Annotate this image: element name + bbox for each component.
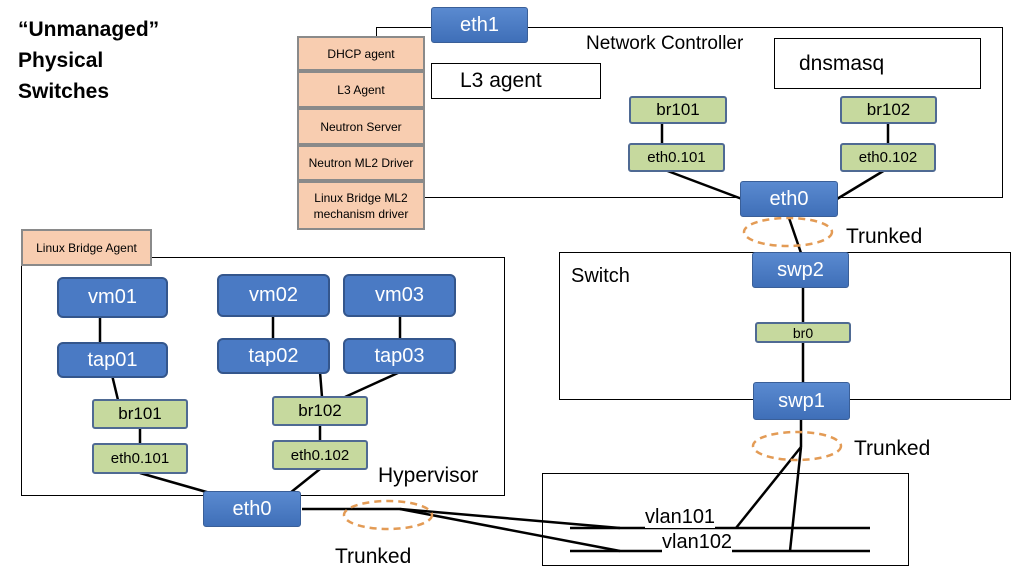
link-eth0101-eth0 xyxy=(139,471,211,495)
dnsmasq-box: dnsmasq xyxy=(774,38,981,89)
title-line-1: “Unmanaged” xyxy=(18,18,160,41)
controller-eth0-102: eth0.102 xyxy=(840,143,936,172)
hypervisor-label: Hypervisor xyxy=(378,464,479,487)
vm01: vm01 xyxy=(57,277,168,318)
controller-br102: br102 xyxy=(840,96,937,124)
trunk-ellipse-hypervisor xyxy=(342,499,434,531)
trunk-ellipse-switch xyxy=(751,430,843,462)
hypervisor-br101: br101 xyxy=(92,399,188,429)
agent-dhcp: DHCP agent xyxy=(297,36,425,71)
vm03: vm03 xyxy=(343,274,456,317)
link-eth0-vlan102 xyxy=(399,507,621,553)
hypervisor-br102: br102 xyxy=(272,396,368,426)
tap03: tap03 xyxy=(343,338,456,374)
switch-swp2: swp2 xyxy=(752,252,849,288)
switch-label: Switch xyxy=(571,265,630,287)
trunked-label-hypervisor: Trunked xyxy=(335,545,412,568)
linux-bridge-agent: Linux Bridge Agent xyxy=(21,229,152,266)
switch-br0: br0 xyxy=(755,322,851,343)
network-controller-label: Network Controller xyxy=(586,33,744,54)
link-swp1-vlan101 xyxy=(735,446,802,529)
controller-eth0: eth0 xyxy=(740,181,838,217)
hypervisor-eth0: eth0 xyxy=(203,491,301,527)
agent-linux-bridge-ml2: Linux Bridge ML2 mechanism driver xyxy=(297,181,425,230)
switch-swp1: swp1 xyxy=(753,382,850,420)
controller-eth1: eth1 xyxy=(431,7,528,43)
controller-eth0-101: eth0.101 xyxy=(628,143,725,172)
vlan101-label: vlan101 xyxy=(645,506,716,528)
trunked-label-switch: Trunked xyxy=(854,437,931,460)
link-swp1-vlan102 xyxy=(788,446,803,552)
link-eth0102-eth0 xyxy=(831,168,886,204)
link-eth0102-eth0 xyxy=(289,468,321,494)
title-line-2: Physical xyxy=(18,49,104,72)
trunk-ellipse-controller xyxy=(742,216,834,248)
tap02: tap02 xyxy=(217,338,330,374)
hypervisor-eth0-102: eth0.102 xyxy=(272,440,368,470)
agent-neutron-ml2-driver: Neutron ML2 Driver xyxy=(297,145,425,181)
tap01: tap01 xyxy=(57,342,168,378)
agent-neutron-server: Neutron Server xyxy=(297,108,425,145)
controller-br101: br101 xyxy=(629,96,727,124)
link-tap03-br102 xyxy=(344,370,401,399)
link-eth0-swp2 xyxy=(786,214,803,254)
agent-l3: L3 Agent xyxy=(297,71,425,108)
hypervisor-eth0-101: eth0.101 xyxy=(92,443,188,474)
l3-agent-box: L3 agent xyxy=(431,63,601,99)
link-eth0-vlan101 xyxy=(399,507,621,530)
vlan102-label: vlan102 xyxy=(662,531,733,553)
vm02: vm02 xyxy=(217,274,330,317)
link-eth0101-eth0 xyxy=(664,168,751,204)
dnsmasq-label: dnsmasq xyxy=(799,51,885,75)
diagram-title: “Unmanaged” Physical Switches xyxy=(18,14,159,107)
link-tap02-br102 xyxy=(318,371,324,398)
title-line-3: Switches xyxy=(18,80,110,103)
l3-agent-label: L3 agent xyxy=(460,69,542,92)
trunked-label-controller: Trunked xyxy=(846,225,923,248)
link-tap01-br101 xyxy=(110,374,120,401)
